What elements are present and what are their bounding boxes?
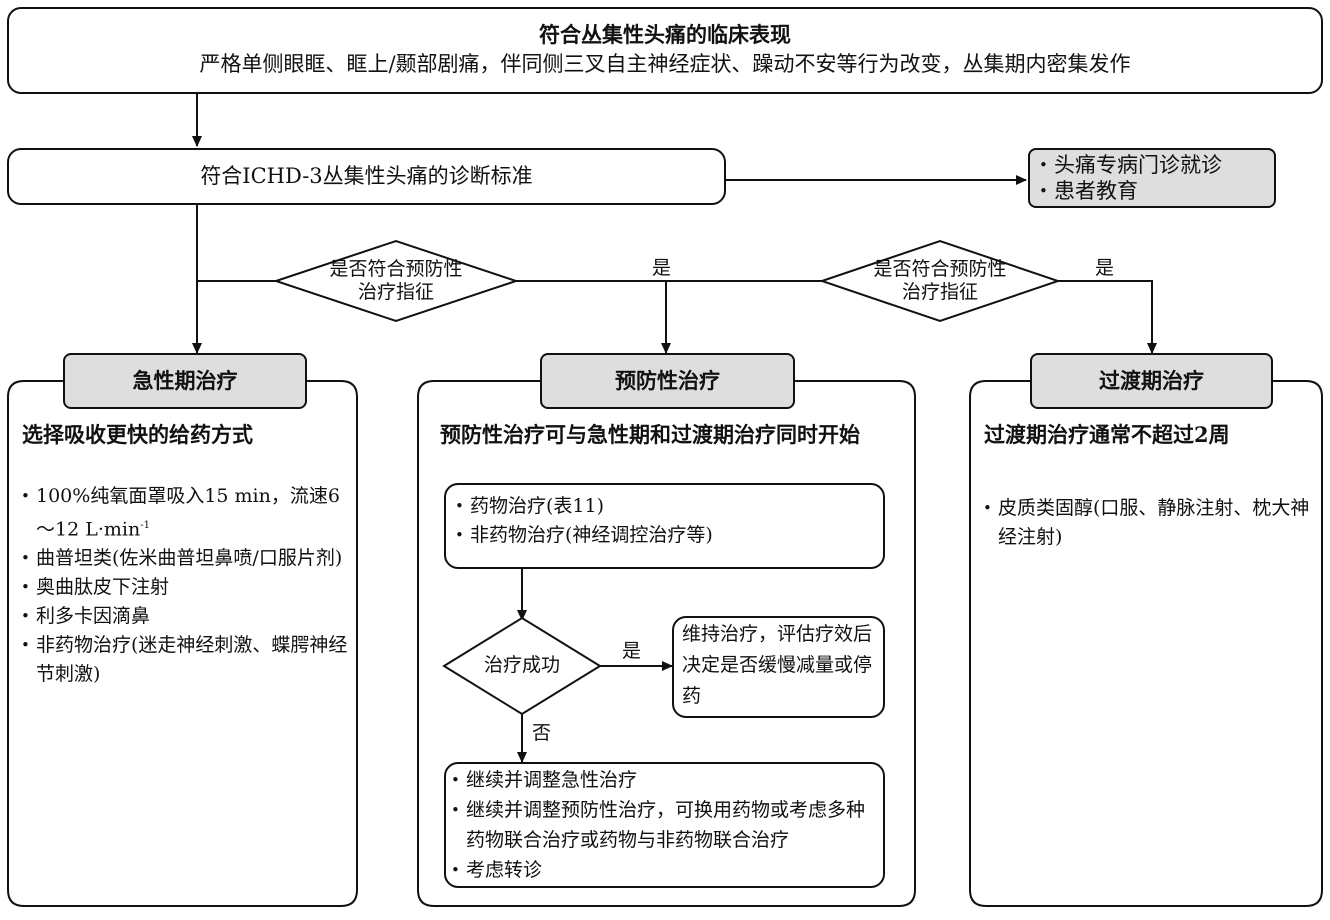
therapy-options-list: 药物治疗(表11) 非药物治疗(神经调控治疗等) <box>454 492 883 550</box>
list-item: 皮质类固醇(口服、静脉注射、枕大神经注射) <box>982 494 1316 552</box>
preventive-panel-border <box>417 380 916 907</box>
unit-superscript: -1 <box>140 520 150 531</box>
diagnosis-criteria-box: 符合ICHD-3丛集性头痛的诊断标准 <box>7 148 726 205</box>
therapy-options-box: 药物治疗(表11) 非药物治疗(神经调控治疗等) <box>444 483 885 569</box>
list-item: 考虑转诊 <box>450 855 879 885</box>
diagnosis-text: 符合ICHD-3丛集性头痛的诊断标准 <box>200 164 533 188</box>
transition-treatment-tab: 过渡期治疗 <box>1030 353 1273 409</box>
transition-panel-border <box>969 380 1323 907</box>
success-yes-label: 是 <box>622 640 642 662</box>
list-item: 非药物治疗(神经调控治疗等) <box>454 521 883 550</box>
list-item: 患者教育 <box>1038 178 1274 204</box>
treatment-failure-box: 继续并调整急性治疗 继续并调整预防性治疗，可换用药物或考虑多种药物联合治疗或药物… <box>444 762 885 888</box>
acute-treatment-tab: 急性期治疗 <box>63 353 307 409</box>
decision-diamond-left <box>272 239 520 323</box>
acute-panel-border <box>7 380 358 907</box>
acute-item-oxygen: 100%纯氧面罩吸入15 min，流速6～12 L·min <box>36 485 340 541</box>
list-item: 奥曲肽皮下注射 <box>20 573 354 602</box>
success-no-label: 否 <box>532 722 552 744</box>
clinical-title: 符合丛集性头痛的临床表现 <box>539 22 791 47</box>
decision-left-text: 是否符合预防性 治疗指征 <box>296 258 496 304</box>
acute-treatment-list: 100%纯氧面罩吸入15 min，流速6～12 L·min-1 曲普坦类(佐米曲… <box>20 482 354 689</box>
preventive-heading: 预防性治疗可与急性期和过渡期治疗同时开始 <box>440 422 860 447</box>
decision-left-line1: 是否符合预防性 <box>329 258 463 280</box>
decision-right-line2: 治疗指征 <box>901 281 978 303</box>
list-item: 头痛专病门诊就诊 <box>1038 152 1274 178</box>
decision-left-line2: 治疗指征 <box>357 281 434 303</box>
success-decision-diamond <box>442 616 602 716</box>
decision-right-yes-label: 是 <box>1095 257 1115 279</box>
decision-right-text: 是否符合预防性 治疗指征 <box>840 258 1040 304</box>
arrow-to-transition <box>1058 280 1157 354</box>
list-item: 曲普坦类(佐米曲普坦鼻喷/口服片剂) <box>20 544 354 573</box>
transition-heading: 过渡期治疗通常不超过2周 <box>984 422 1230 447</box>
referral-box: 头痛专病门诊就诊 患者教育 <box>1028 148 1276 208</box>
acute-heading: 选择吸收更快的给药方式 <box>22 422 253 447</box>
decision-right-line1: 是否符合预防性 <box>873 258 1007 280</box>
referral-list: 头痛专病门诊就诊 患者教育 <box>1038 152 1274 204</box>
preventive-treatment-tab: 预防性治疗 <box>540 353 795 409</box>
success-decision-text: 治疗成功 <box>483 654 560 676</box>
maintain-text: 维持治疗，评估疗效后决定是否缓慢减量或停药 <box>682 623 873 707</box>
list-item: 利多卡因滴鼻 <box>20 602 354 631</box>
decision-left-yes-label: 是 <box>652 257 672 279</box>
list-item: 100%纯氧面罩吸入15 min，流速6～12 L·min-1 <box>20 482 354 544</box>
list-item: 继续并调整预防性治疗，可换用药物或考虑多种药物联合治疗或药物与非药物联合治疗 <box>450 795 879 855</box>
list-item: 药物治疗(表11) <box>454 492 883 521</box>
clinical-presentation-box: 符合丛集性头痛的临床表现 严格单侧眼眶、眶上/颞部剧痛，伴同侧三叉自主神经症状、… <box>7 7 1323 94</box>
list-item: 继续并调整急性治疗 <box>450 765 879 795</box>
clinical-description: 严格单侧眼眶、眶上/颞部剧痛，伴同侧三叉自主神经症状、躁动不安等行为改变，丛集期… <box>199 52 1131 76</box>
maintain-treatment-box: 维持治疗，评估疗效后决定是否缓慢减量或停药 <box>672 616 885 718</box>
list-item: 非药物治疗(迷走神经刺激、蝶腭神经节刺激) <box>20 631 354 689</box>
transition-treatment-list: 皮质类固醇(口服、静脉注射、枕大神经注射) <box>982 494 1316 552</box>
treatment-failure-list: 继续并调整急性治疗 继续并调整预防性治疗，可换用药物或考虑多种药物联合治疗或药物… <box>450 765 879 885</box>
decision-diamond-right <box>818 239 1062 323</box>
